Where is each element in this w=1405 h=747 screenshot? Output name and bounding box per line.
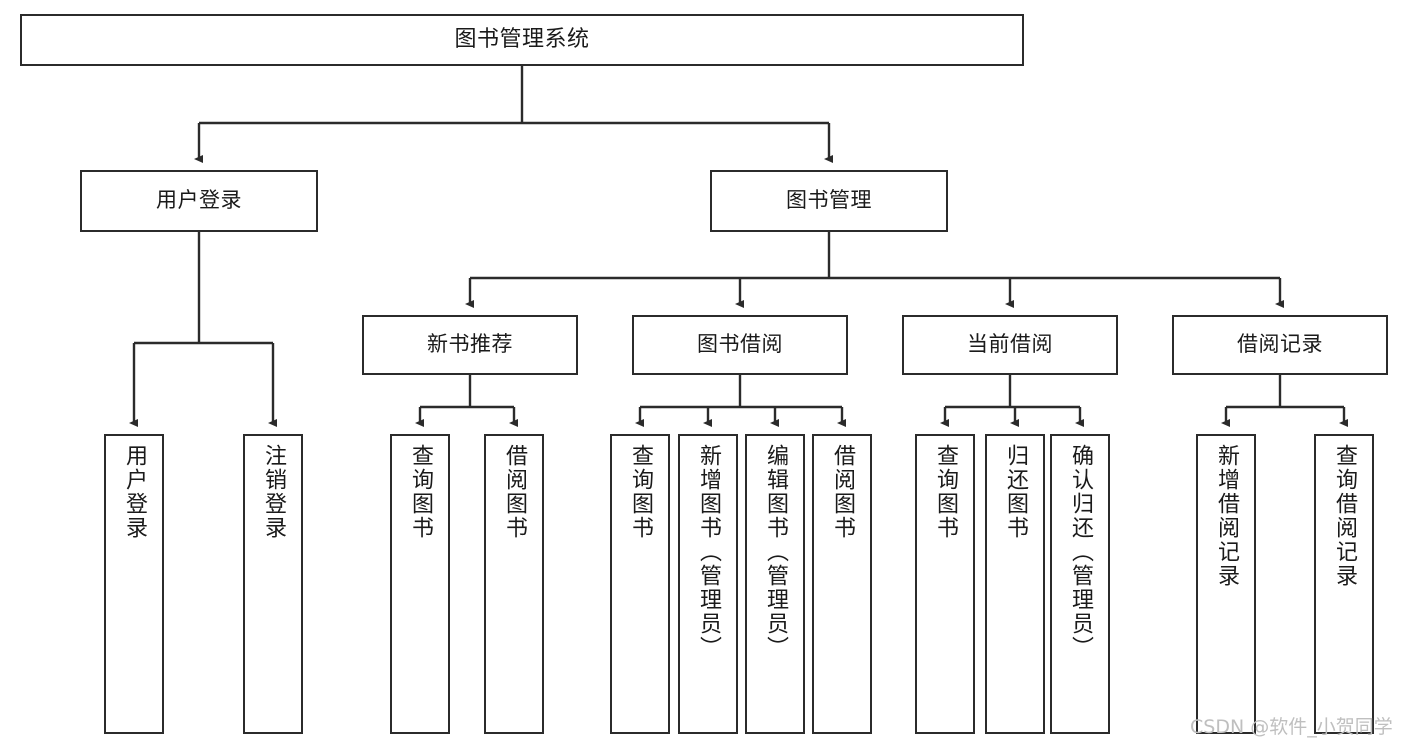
node-label: 用户登录 bbox=[122, 444, 147, 540]
node-new-book-rec[interactable]: 新书推荐 bbox=[362, 315, 578, 375]
node-root[interactable]: 图书管理系统 bbox=[20, 14, 1024, 66]
node-label: 当前借阅 bbox=[967, 332, 1053, 357]
node-label: 查询借阅记录 bbox=[1332, 444, 1357, 588]
node-label: 确认归还（管理员） bbox=[1068, 444, 1093, 660]
node-label: 借阅图书 bbox=[830, 444, 855, 540]
node-leaf-borrow-book-2[interactable]: 借阅图书 bbox=[812, 434, 872, 734]
node-label: 新增图书（管理员） bbox=[696, 444, 721, 660]
node-leaf-borrow-book-1[interactable]: 借阅图书 bbox=[484, 434, 544, 734]
node-leaf-query-book-1[interactable]: 查询图书 bbox=[390, 434, 450, 734]
node-user-login[interactable]: 用户登录 bbox=[80, 170, 318, 232]
node-leaf-query-record[interactable]: 查询借阅记录 bbox=[1314, 434, 1374, 734]
node-label: 借阅记录 bbox=[1237, 332, 1323, 357]
node-leaf-query-book-2[interactable]: 查询图书 bbox=[610, 434, 670, 734]
node-label: 图书管理系统 bbox=[454, 26, 590, 52]
node-leaf-query-book-3[interactable]: 查询图书 bbox=[915, 434, 975, 734]
node-label: 归还图书 bbox=[1003, 444, 1028, 540]
node-leaf-logout[interactable]: 注销登录 bbox=[243, 434, 303, 734]
node-leaf-add-book[interactable]: 新增图书（管理员） bbox=[678, 434, 738, 734]
node-leaf-user-login[interactable]: 用户登录 bbox=[104, 434, 164, 734]
node-label: 图书管理 bbox=[786, 188, 872, 213]
node-label: 注销登录 bbox=[261, 444, 286, 540]
node-label: 查询图书 bbox=[408, 444, 433, 540]
watermark: CSDN @软件_小贺同学 bbox=[1190, 716, 1393, 738]
node-label: 查询图书 bbox=[628, 444, 653, 540]
node-label: 新增借阅记录 bbox=[1214, 444, 1239, 588]
node-leaf-edit-book[interactable]: 编辑图书（管理员） bbox=[745, 434, 805, 734]
node-label: 新书推荐 bbox=[427, 332, 513, 357]
node-label: 用户登录 bbox=[156, 188, 242, 213]
node-leaf-add-record[interactable]: 新增借阅记录 bbox=[1196, 434, 1256, 734]
node-leaf-confirm-return[interactable]: 确认归还（管理员） bbox=[1050, 434, 1110, 734]
node-book-manage[interactable]: 图书管理 bbox=[710, 170, 948, 232]
node-label: 图书借阅 bbox=[697, 332, 783, 357]
node-label: 查询图书 bbox=[933, 444, 958, 540]
node-current-borrow[interactable]: 当前借阅 bbox=[902, 315, 1118, 375]
node-label: 编辑图书（管理员） bbox=[763, 444, 788, 660]
node-label: 借阅图书 bbox=[502, 444, 527, 540]
node-borrow-record[interactable]: 借阅记录 bbox=[1172, 315, 1388, 375]
node-leaf-return-book[interactable]: 归还图书 bbox=[985, 434, 1045, 734]
node-book-borrow[interactable]: 图书借阅 bbox=[632, 315, 848, 375]
